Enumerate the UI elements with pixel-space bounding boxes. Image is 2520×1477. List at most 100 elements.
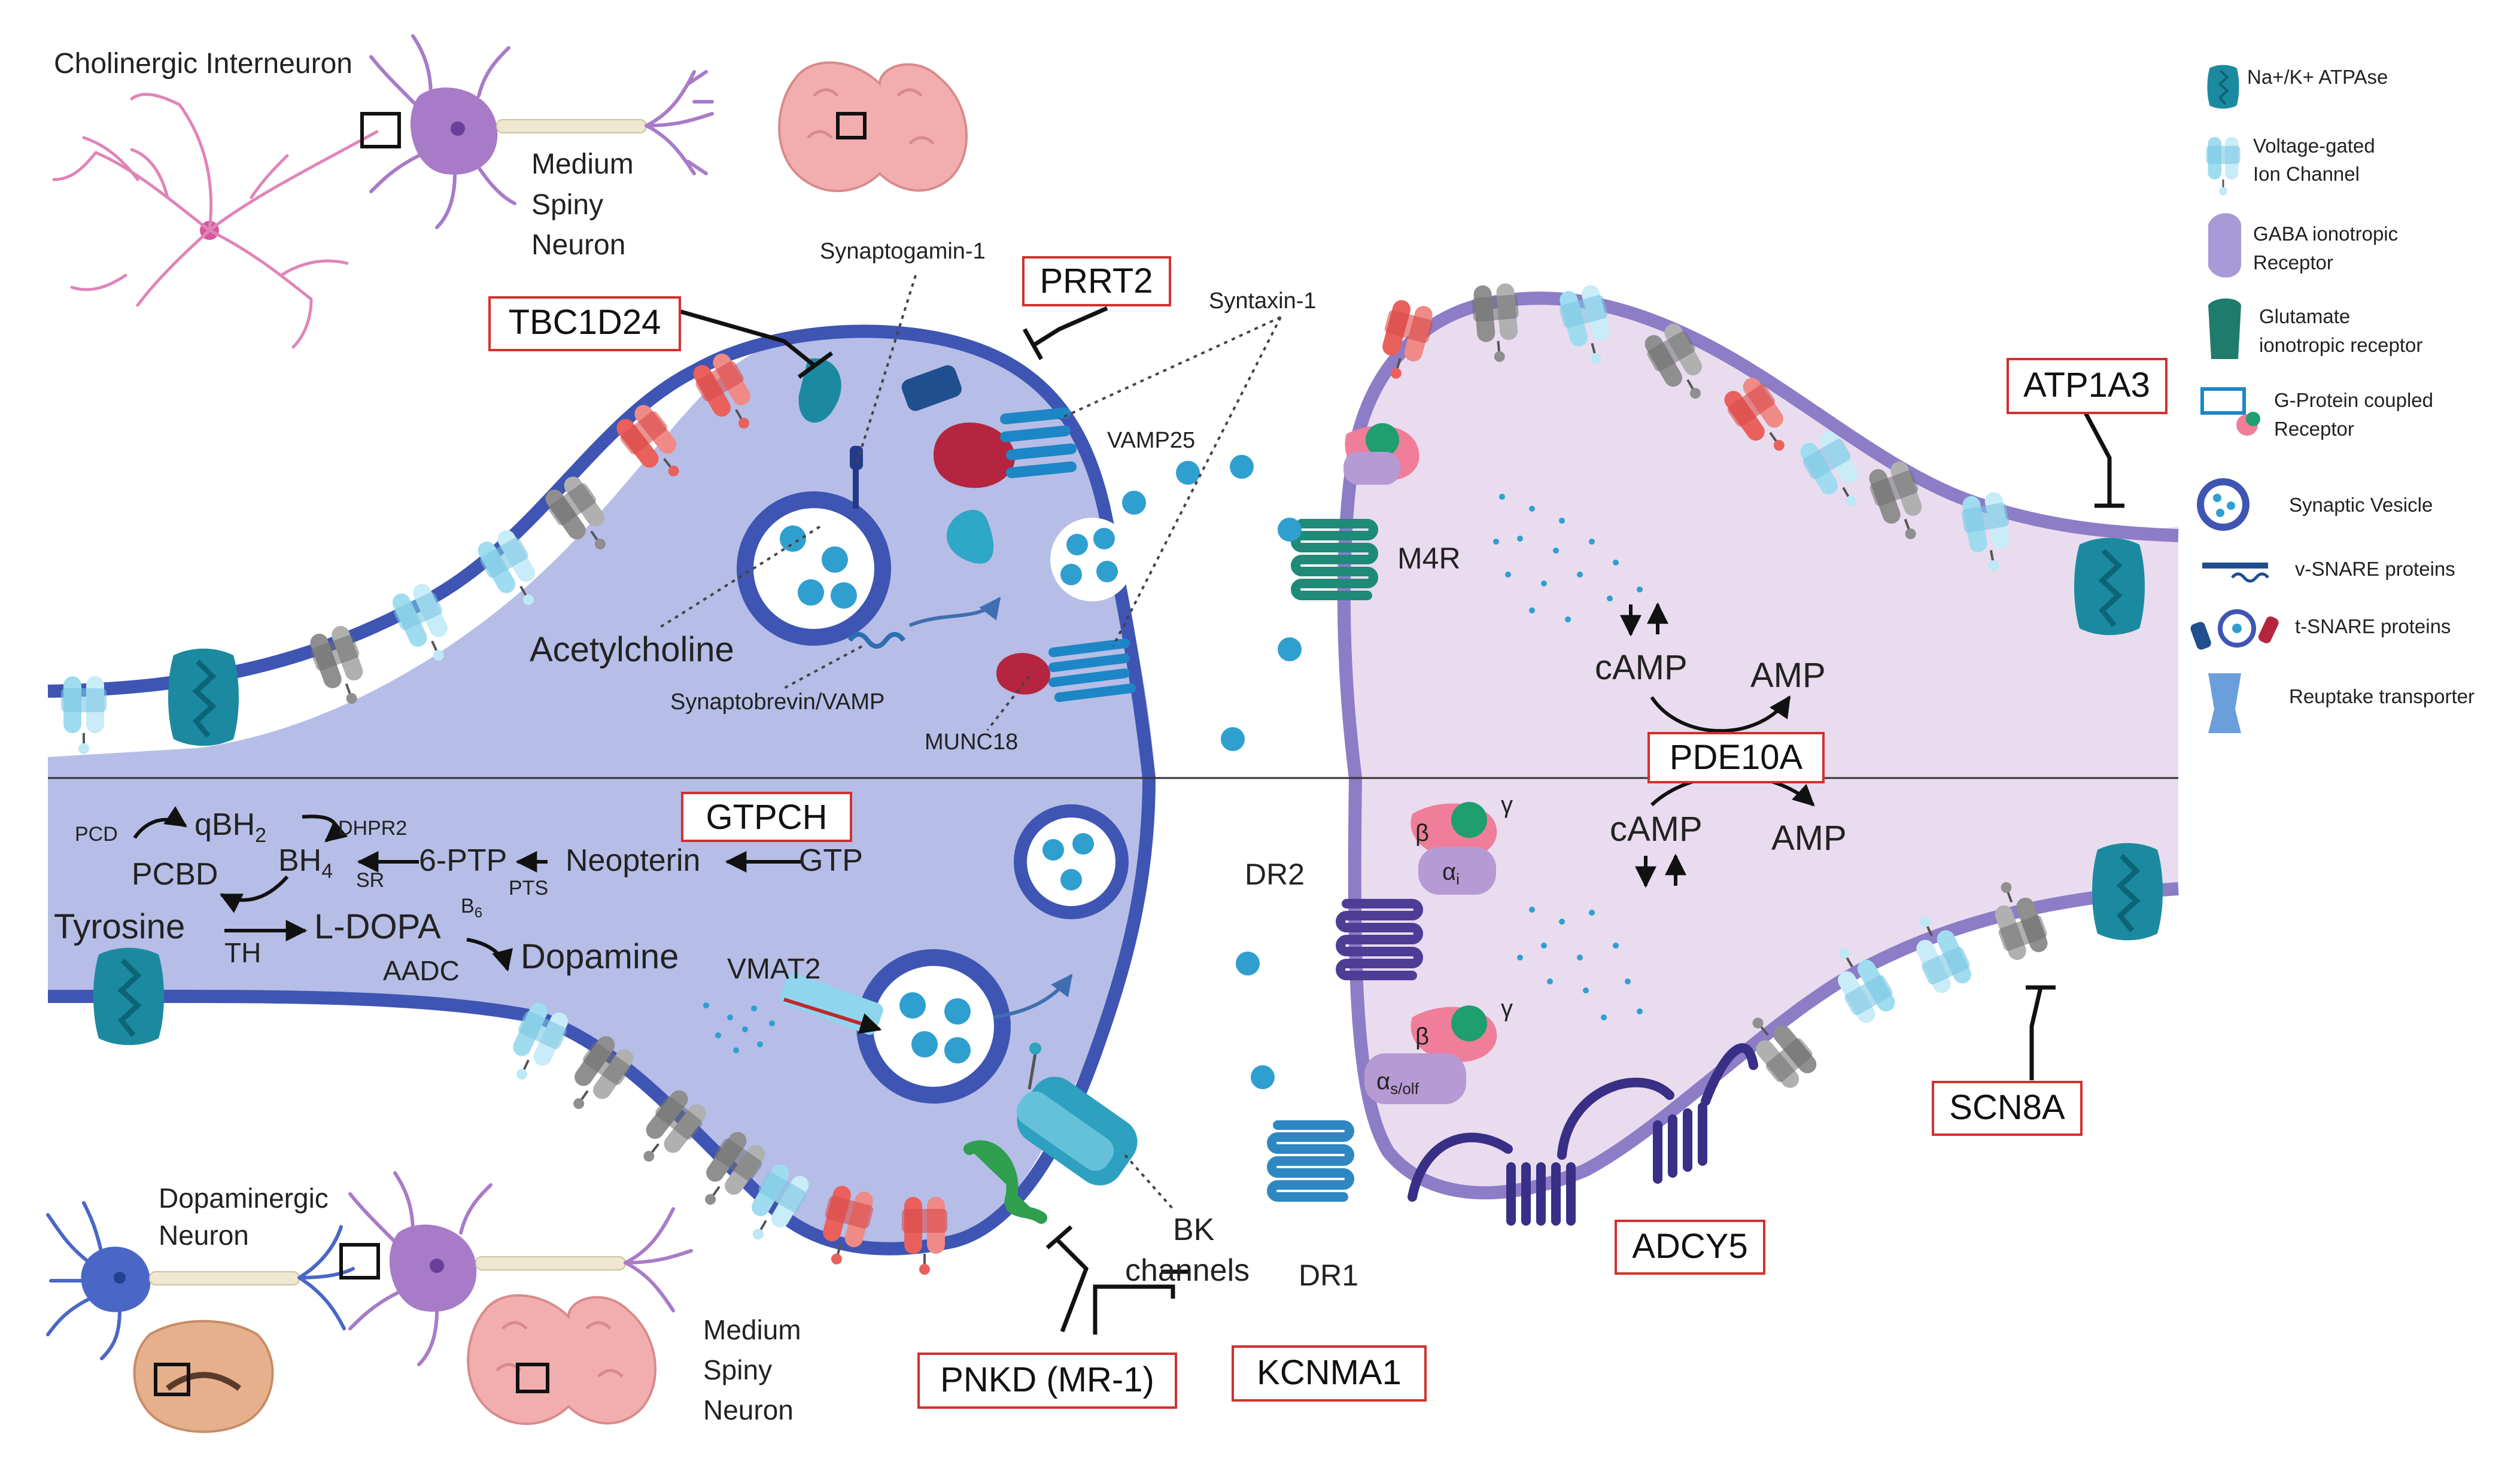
label-m4r: M4R (1397, 542, 1461, 575)
label-gtp: GTP (799, 843, 863, 878)
t-snare-protein-icon (946, 509, 994, 564)
bk-channel-icon (1016, 1043, 1138, 1186)
gene-box-prrt2: PRRT2 (1022, 256, 1171, 306)
legend-label-voltage-2: Ion Channel (2253, 163, 2360, 185)
label-beta-dr2: β (1415, 820, 1429, 846)
label-pts: PTS (509, 877, 548, 899)
label-cholinergic-interneuron: Cholinergic Interneuron (54, 48, 352, 80)
label-camp-top: cAMP (1595, 648, 1688, 687)
pathway-arrows (133, 806, 802, 972)
gene-label-kcnma1: KCNMA1 (1257, 1353, 1402, 1392)
na-k-atpase-icon (2074, 538, 2145, 636)
gene-label-tbc1d24: TBC1D24 (509, 303, 661, 342)
legend-gpcr-icon (2200, 387, 2260, 436)
legend-t-snare-icon (2190, 609, 2279, 650)
label-dhpr2: DHPR2 (338, 817, 407, 840)
gene-box-adcy5: ADCY5 (1615, 1220, 1765, 1275)
label-msn-top-1: Medium (531, 148, 634, 180)
label-vmat2: VMAT2 (727, 953, 820, 985)
gene-label-atp1a3: ATP1A3 (2023, 366, 2150, 405)
gene-label-gtpch: GTPCH (706, 798, 828, 837)
synaptic-vesicle (737, 491, 891, 646)
label-synaptobrevin: Synaptobrevin/VAMP (670, 689, 884, 715)
g-protein-alpha-icon (1343, 452, 1400, 485)
cholinergic-postsynaptic-terminal (1338, 292, 2178, 779)
fusion-pore (1050, 518, 1134, 601)
label-bk-channels-2: channels (1125, 1253, 1250, 1288)
label-synaptogamin: Synaptogamin-1 (820, 239, 986, 264)
legend-label-voltage-1: Voltage-gated (2253, 135, 2375, 157)
dopamine-cloud (703, 1002, 775, 1053)
g-protein-gamma-icon (1451, 1005, 1487, 1041)
label-dopamine: Dopamine (521, 937, 679, 976)
label-msn-bottom-1: Medium (703, 1314, 801, 1345)
dopaminergic-postsynaptic-terminal (1354, 778, 2178, 1191)
m4r-receptor-icon (1296, 524, 1373, 595)
label-qbh2: qBH2 (194, 807, 266, 847)
legend-label-vesicle: Synaptic Vesicle (2289, 494, 2433, 516)
na-k-atpase-icon (2092, 843, 2163, 941)
label-l-dopa: L-DOPA (314, 907, 441, 946)
legend-label-gaba-2: Receptor (2253, 251, 2333, 273)
legend-reuptake-icon (2208, 673, 2241, 733)
gene-label-prrt2: PRRT2 (1039, 262, 1153, 300)
label-pcd: PCD (75, 823, 118, 846)
legend-label-glutamate-2: ionotropic receptor (2259, 334, 2422, 356)
dopaminergic-presynaptic-membrane (47, 777, 1156, 1256)
brain-coronal-icon (467, 1294, 656, 1426)
synaptic-vesicle (856, 949, 1011, 1104)
legend-label-gpcr-2: Receptor (2274, 418, 2354, 440)
label-aadc: AADC (383, 955, 460, 986)
label-syntaxin: Syntaxin-1 (1209, 288, 1317, 314)
medium-spiny-neuron-icon (348, 1171, 693, 1366)
label-th: TH (224, 937, 261, 968)
dr1-receptor-icon (1272, 1125, 1349, 1197)
synapse-highlight-box (339, 1243, 380, 1280)
gene-box-gtpch: GTPCH (681, 792, 852, 842)
g-protein-gamma-icon (1366, 423, 1399, 457)
callout-lines (657, 275, 1282, 1210)
label-bh4: BH4 (278, 843, 333, 883)
dopaminergic-neuron-icon (46, 1201, 355, 1360)
label-6-ptp: 6-PTP (419, 843, 507, 878)
legend-glutamate-receptor-icon (2208, 298, 2241, 359)
legend-gaba-receptor-icon (2208, 213, 2241, 278)
medium-spiny-neuron-icon (369, 34, 714, 229)
camp-cloud-bottom (1517, 907, 1643, 1020)
gene-box-pnkd: PNKD (MR-1) (917, 1353, 1177, 1409)
dr2-receptor-icon (1340, 904, 1418, 975)
cholinergic-interneuron-icon (52, 93, 379, 349)
label-msn-bottom-2: Spiny (703, 1354, 772, 1385)
gene-label-adcy5: ADCY5 (1632, 1227, 1747, 1266)
camp-cloud-top (1493, 494, 1643, 622)
gene-box-tbc1d24: TBC1D24 (488, 296, 681, 351)
label-beta-dr1: β (1415, 1023, 1429, 1050)
pnkd-protein-icon (963, 1140, 1047, 1224)
gene-box-kcnma1: KCNMA1 (1232, 1345, 1427, 1402)
synapse-highlight-box (360, 112, 401, 148)
label-alpha-s-olf: αs/olf (1376, 1068, 1419, 1098)
label-neopterin: Neopterin (566, 843, 700, 878)
label-msn-top-2: Spiny (531, 189, 603, 221)
released-neurotransmitter (1122, 455, 1302, 1089)
label-gamma-dr2: γ (1501, 792, 1513, 818)
label-amp-bottom: AMP (1771, 819, 1847, 858)
adcy5-protein-icon (1408, 1043, 1758, 1226)
label-sr: SR (356, 869, 384, 892)
inhibition-lines (679, 306, 2124, 1335)
label-dr2: DR2 (1245, 858, 1305, 891)
synaptobrevin-icon (847, 632, 906, 649)
legend-label-gpcr-1: G-Protein coupled (2274, 389, 2433, 411)
legend-v-snare-icon (2202, 563, 2269, 583)
gene-label-pde10a: PDE10A (1670, 738, 1803, 777)
label-pcbd: PCBD (132, 857, 218, 892)
label-dopaminergic-neuron-2: Neuron (159, 1220, 249, 1251)
munc18-icon (934, 423, 1016, 488)
gene-label-pnkd: PNKD (MR-1) (940, 1360, 1154, 1399)
na-k-atpase-icon (93, 948, 164, 1046)
legend-atpase-icon (2207, 65, 2239, 108)
legend (2190, 65, 2279, 733)
gene-box-pde10a: PDE10A (1647, 732, 1825, 783)
